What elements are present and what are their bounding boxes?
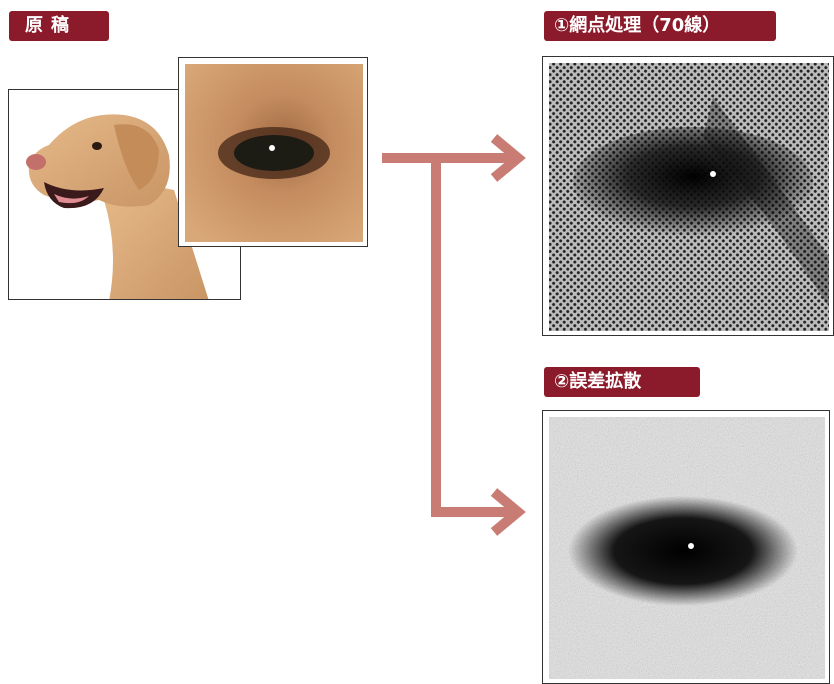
- arrow-to-error-diffusion: [436, 158, 515, 512]
